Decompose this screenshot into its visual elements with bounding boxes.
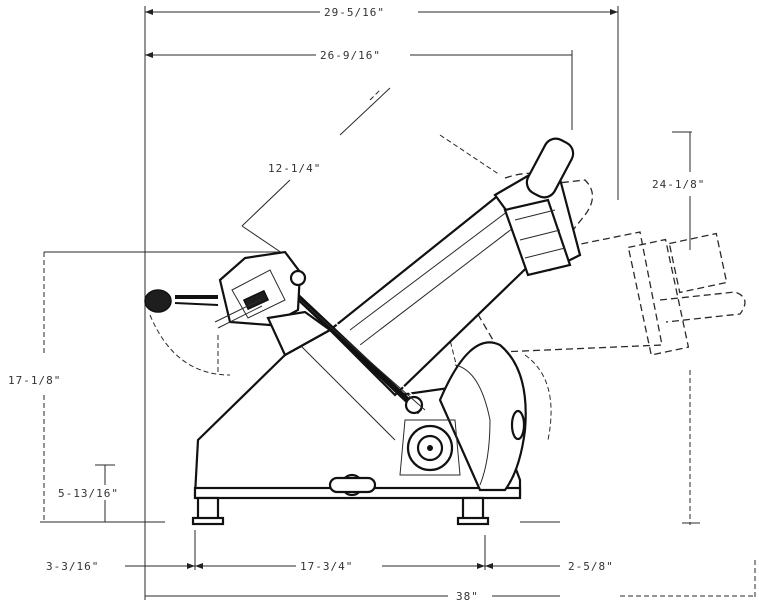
blade-housing xyxy=(438,341,527,492)
base-height-label: 5-13/16" xyxy=(58,487,119,500)
dimension-lines xyxy=(40,6,756,600)
inner-width-label: 26-9/16" xyxy=(320,49,381,62)
carriage-offset-label: 24-1/8" xyxy=(652,178,705,191)
overall-depth-label: 38" xyxy=(456,590,479,603)
foot-spacing-label: 17-3/4" xyxy=(300,560,353,573)
gauge-head xyxy=(214,250,307,329)
slicer-body xyxy=(144,137,582,526)
right-offset-label: 2-5/8" xyxy=(568,560,614,573)
carriage-handle-assembly xyxy=(493,137,582,277)
height-label: 17-1/8" xyxy=(8,374,61,387)
drive-wheel xyxy=(399,419,461,476)
thickness-knob xyxy=(144,289,219,313)
diagonal-label: 12-1/4" xyxy=(268,162,321,175)
base-roller xyxy=(328,473,377,497)
left-offset-label: 3-3/16" xyxy=(46,560,99,573)
overall-width-label: 29-5/16" xyxy=(324,6,385,19)
dimension-labels: 29-5/16" 26-9/16" 12-1/4" 24-1/8" 17-1/8… xyxy=(8,6,705,603)
